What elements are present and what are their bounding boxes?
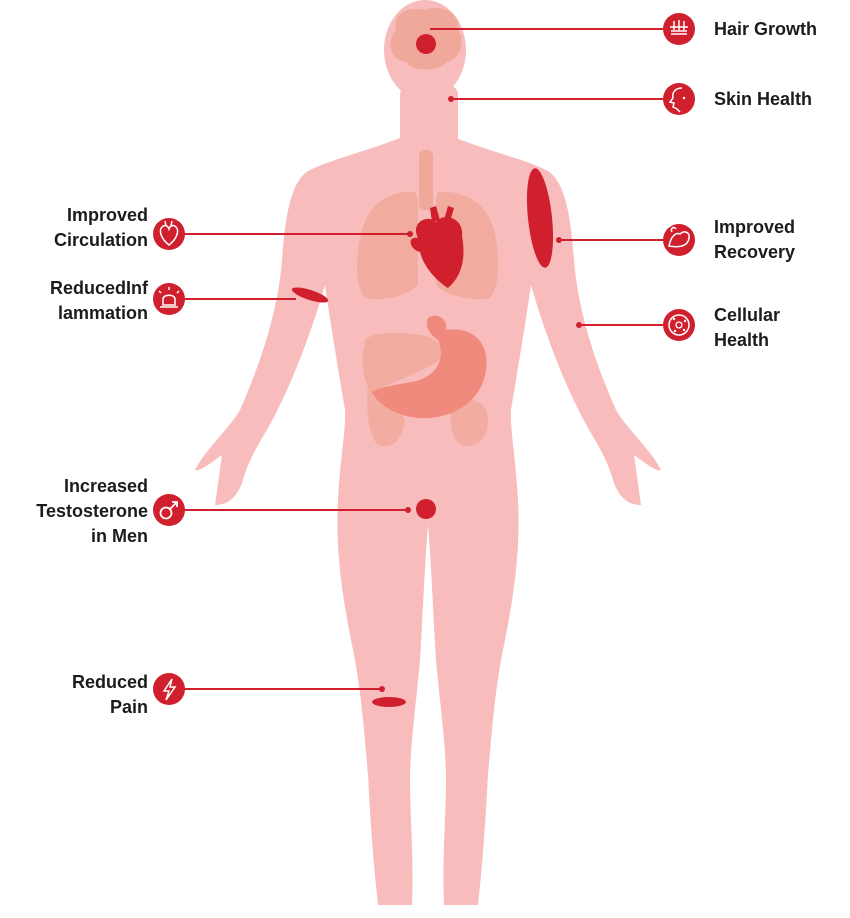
human-body-silhouette [195, 0, 661, 905]
cell-icon [663, 309, 695, 341]
label-improved-recovery: Improved Recovery [714, 215, 795, 265]
label-reduced-inflammation: ReducedInf lammation [50, 276, 148, 326]
trachea-shape [419, 150, 433, 210]
label-cellular-health: Cellular Health [714, 303, 780, 353]
flexed-arm-icon [663, 224, 695, 256]
lightning-icon [153, 673, 185, 705]
label-reduced-pain: Reduced Pain [72, 670, 148, 720]
heart-icon [153, 218, 185, 250]
face-profile-icon [663, 83, 695, 115]
groin-highlight-dot [416, 499, 436, 519]
knee-pain-highlight [372, 697, 406, 707]
label-improved-circulation: Improved Circulation [54, 203, 148, 253]
male-symbol-icon [153, 494, 185, 526]
label-hair-growth: Hair Growth [714, 17, 817, 42]
brain-highlight-dot [416, 34, 436, 54]
label-skin-health: Skin Health [714, 87, 812, 112]
alarm-light-icon [153, 283, 185, 315]
hair-follicle-icon [663, 13, 695, 45]
label-increased-testosterone: Increased Testosterone in Men [36, 474, 148, 549]
